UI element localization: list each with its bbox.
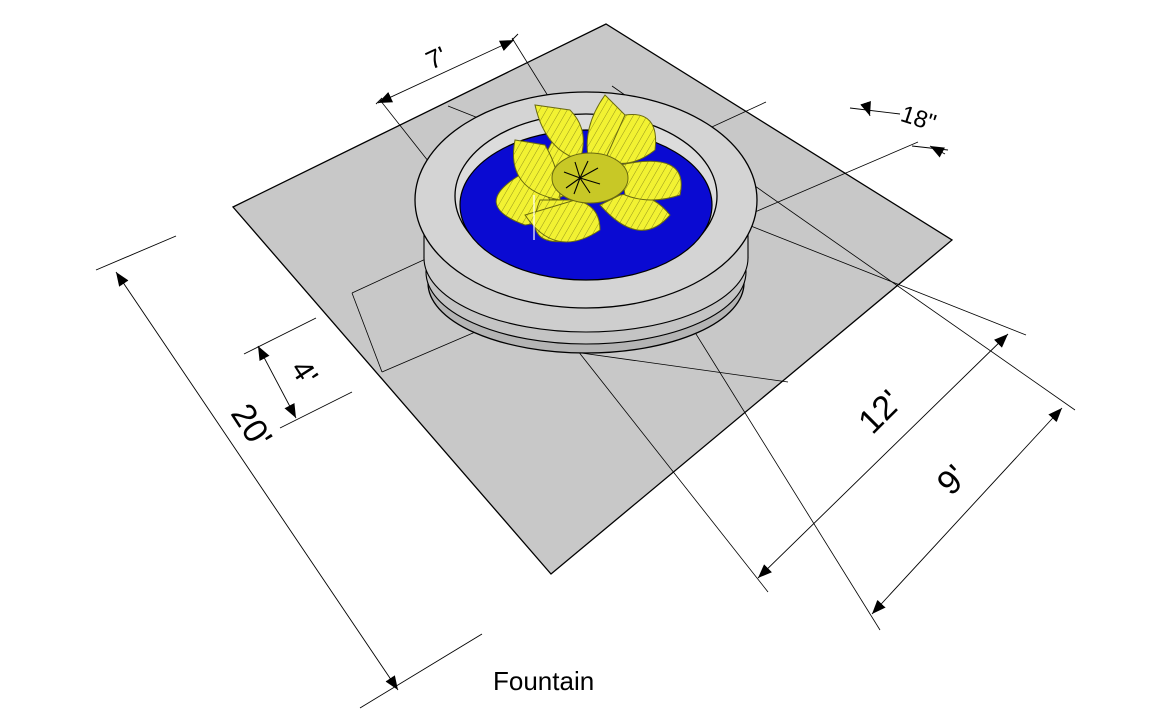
dim-label-20ft: 20' bbox=[223, 397, 279, 455]
dim-line-20ft bbox=[115, 271, 399, 691]
dim-line-4ft bbox=[257, 345, 297, 419]
dimension-lines bbox=[95, 33, 1063, 709]
dim-label-9ft: 9' bbox=[930, 458, 975, 503]
caption: Fountain bbox=[493, 666, 595, 696]
dim-label-12ft: 12' bbox=[851, 383, 909, 441]
dim-label-7ft: 7' bbox=[421, 40, 451, 75]
dim-line-7ft bbox=[377, 39, 515, 104]
lotus-petal bbox=[524, 199, 601, 243]
dim-label-4ft: 4' bbox=[284, 354, 324, 391]
dim-line-9ft bbox=[871, 407, 1063, 615]
dim-line-18in bbox=[860, 100, 871, 117]
lotus-petal bbox=[619, 160, 682, 201]
dim-label-18in: 18" bbox=[897, 101, 939, 138]
lotus-stamens bbox=[563, 160, 601, 195]
lotus-petal bbox=[513, 139, 561, 201]
lotus-center bbox=[551, 152, 629, 204]
lotus-sculpture bbox=[495, 94, 682, 243]
